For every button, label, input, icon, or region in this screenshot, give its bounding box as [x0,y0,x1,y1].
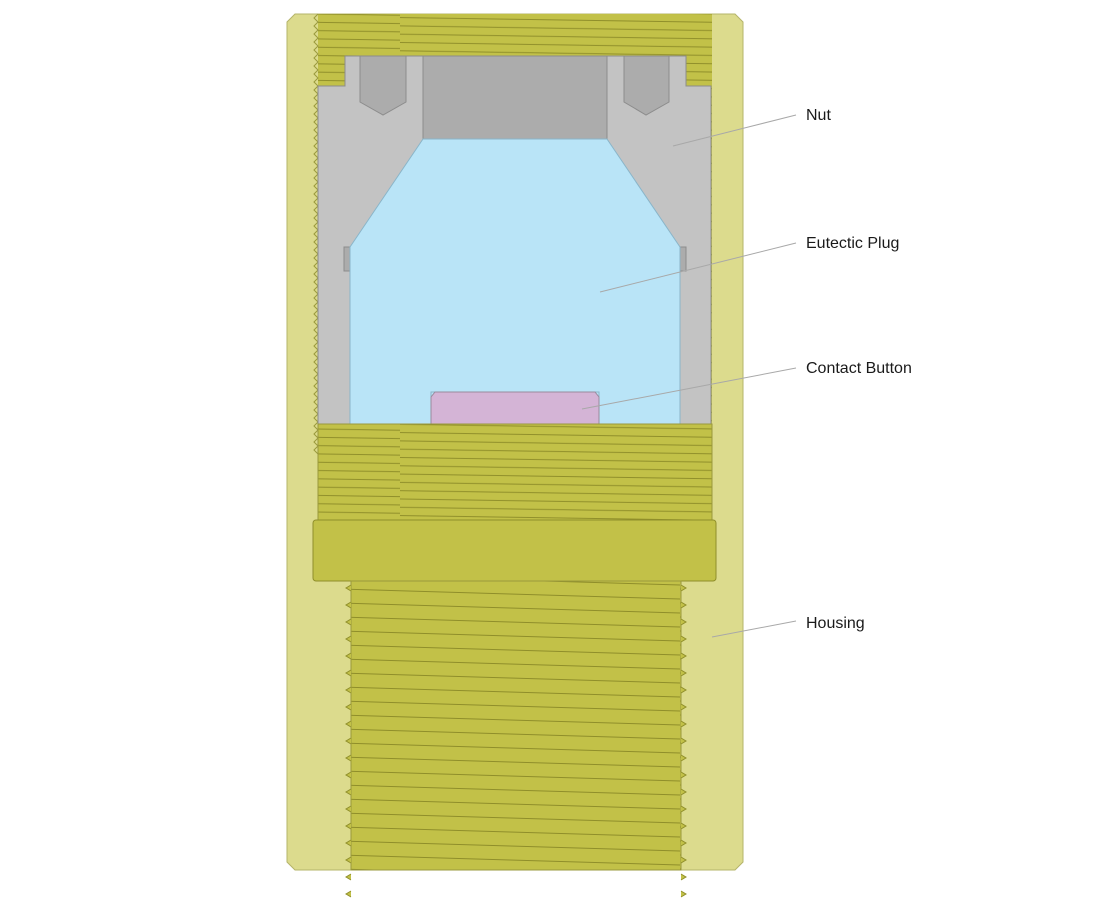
leader-line-eutectic-plug [599,242,797,293]
leader-line-nut [672,114,797,147]
leader-line-contact-button [581,367,797,410]
leader-line-housing [711,620,797,638]
nut-left-socket [359,55,407,116]
middle-threaded-section [317,423,713,522]
hex-collar [312,519,717,582]
label-eutectic-plug: Eutectic Plug [806,235,899,252]
contact-button [430,391,600,425]
left-thread-edge [313,13,319,455]
nut-center-recess [422,55,608,140]
nut-right-socket [623,55,670,116]
lower-threaded-stem [345,580,687,898]
eutectic-plug [349,138,681,425]
label-nut: Nut [806,107,831,124]
label-housing: Housing [806,615,865,632]
label-contact-button: Contact Button [806,360,912,377]
